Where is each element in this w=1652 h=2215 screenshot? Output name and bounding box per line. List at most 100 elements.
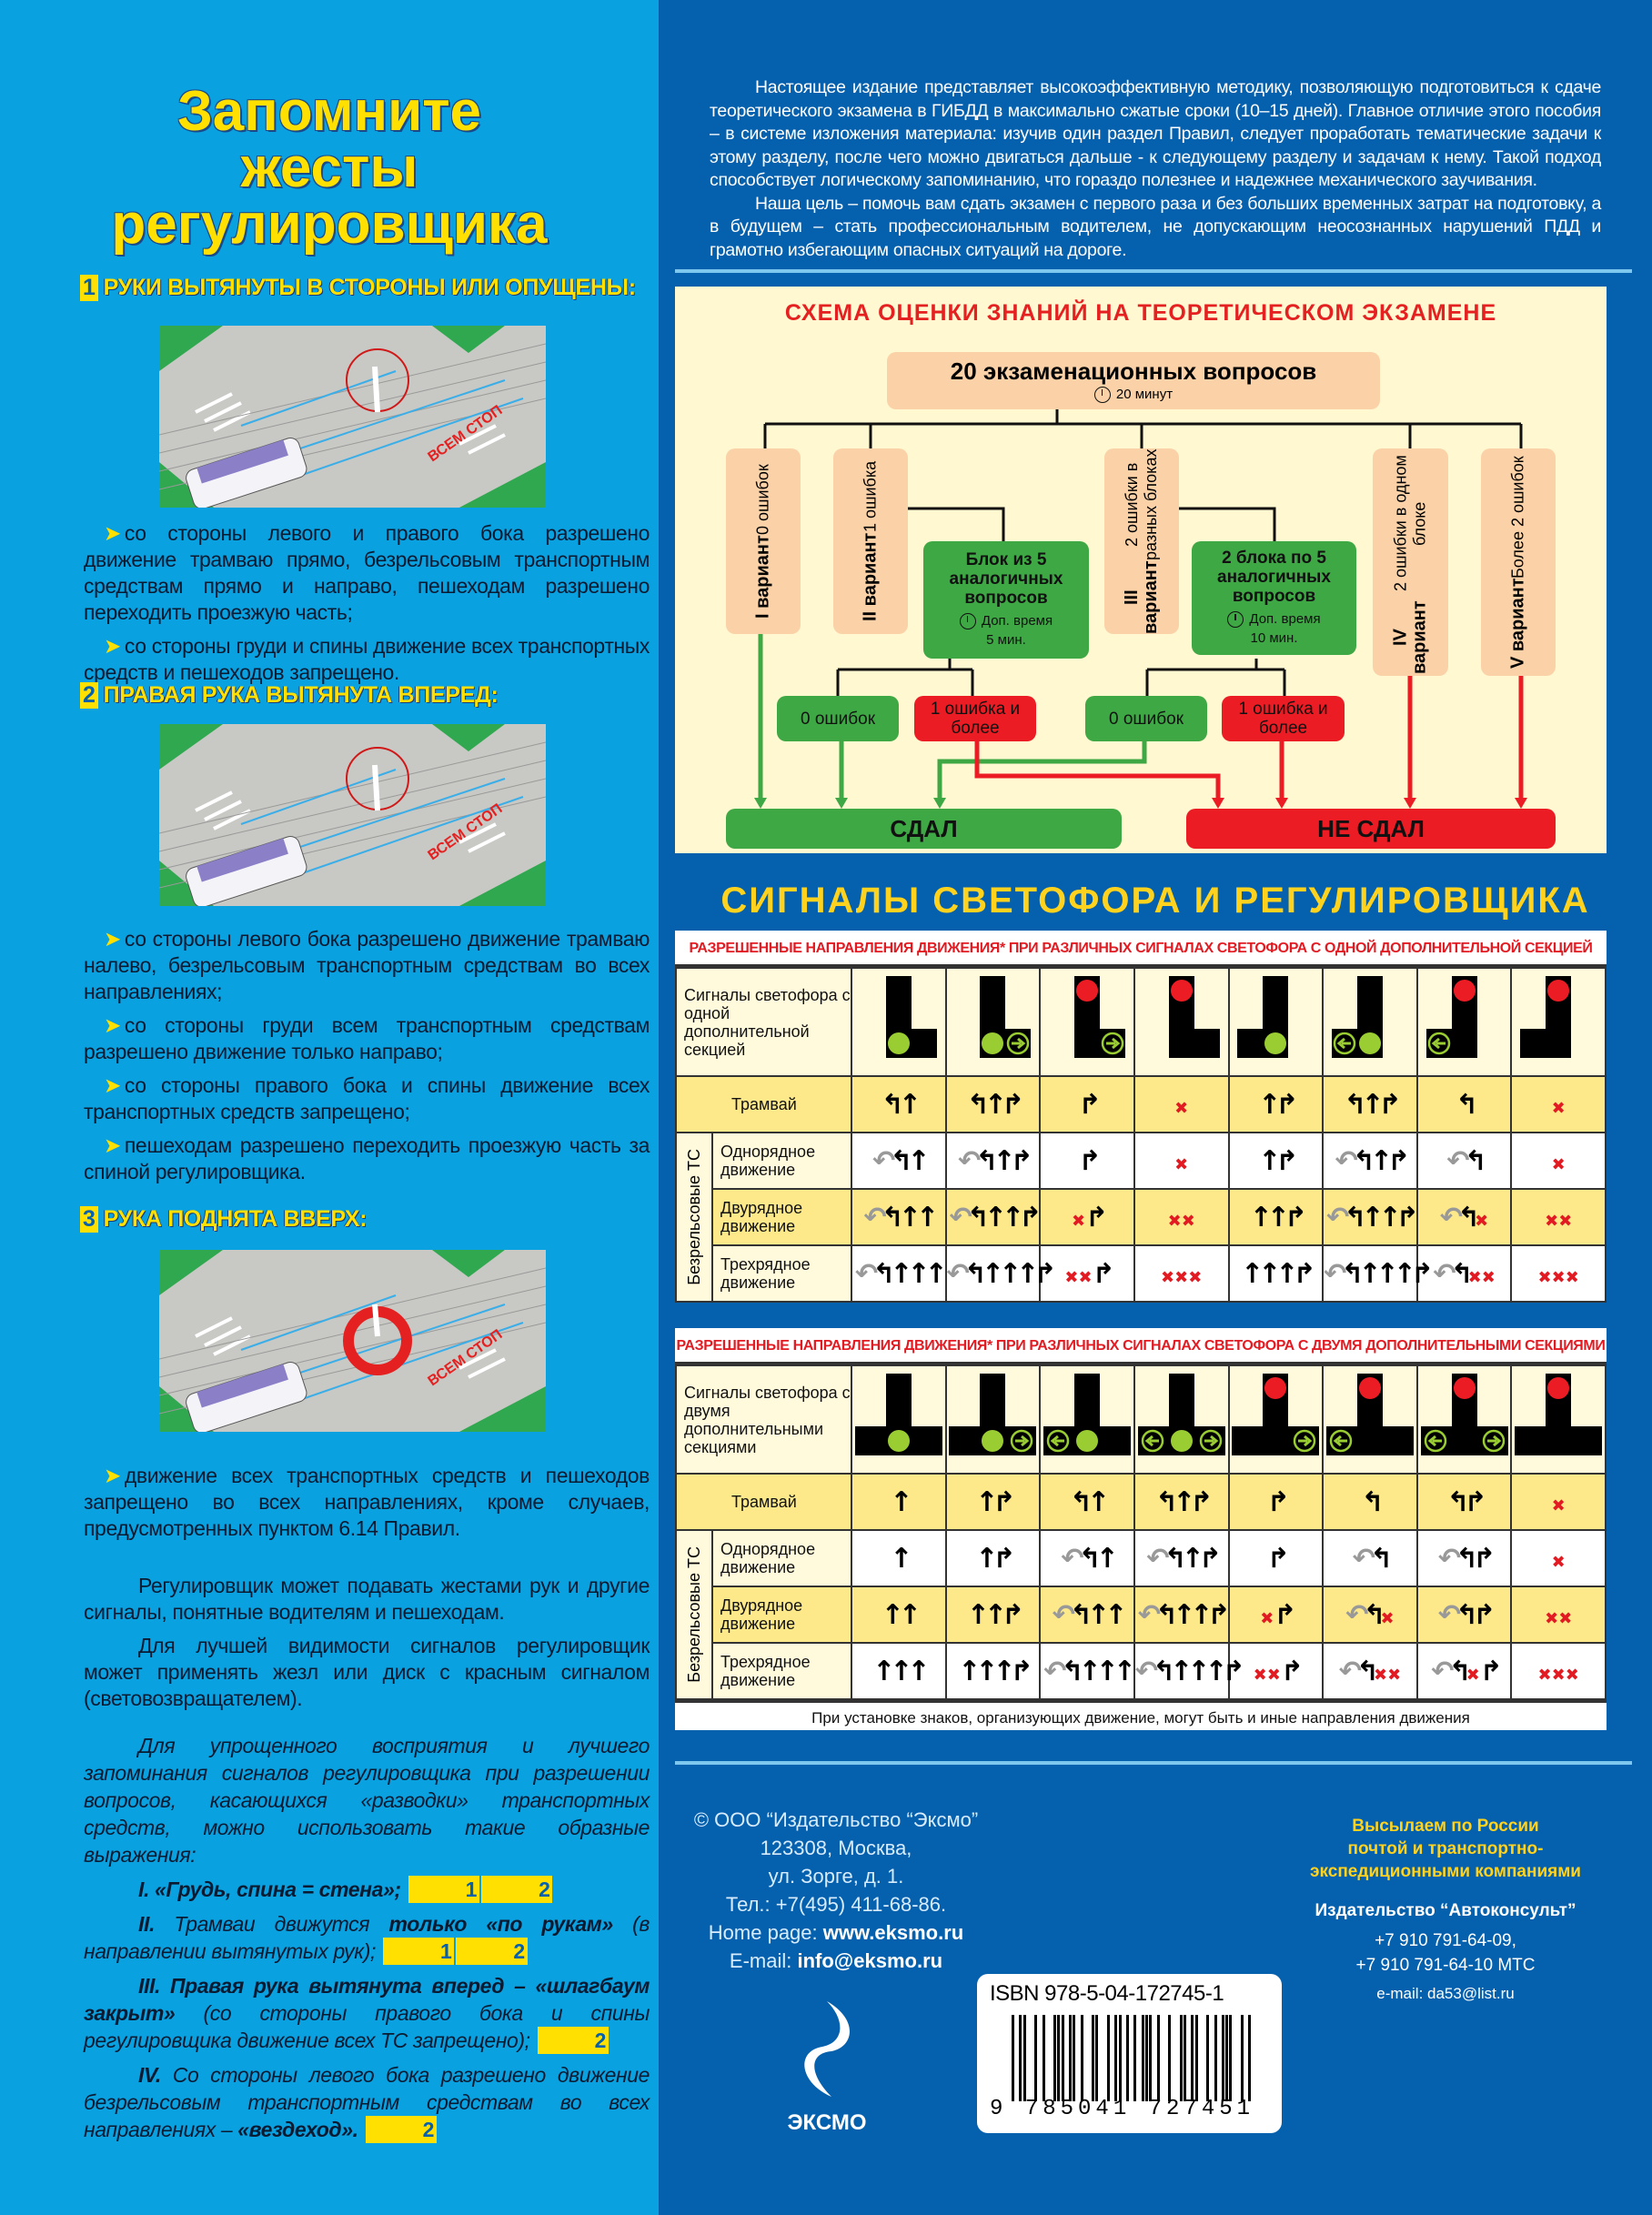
signal-label: Сигналы светофора с одной дополнительной… — [675, 967, 852, 1077]
gesture-picture-3: ВСЕМ СТОП — [159, 1250, 546, 1432]
direction-cell: ↶↰↑↑↱ — [1133, 1586, 1231, 1644]
bullet: движение всех транспортных средств и пеш… — [84, 1463, 650, 1542]
direction-arrows-icon: ↑↑↱ — [1249, 1201, 1307, 1233]
direction-cell: ↶↰↑↑ — [1039, 1586, 1135, 1644]
group-label-text: Безрельсовые ТС — [684, 1149, 703, 1285]
traffic-light-icon — [885, 976, 937, 1058]
traffic-light-icon — [949, 1374, 1037, 1455]
scheme-connectors — [754, 409, 1527, 809]
direction-arrows-icon: ↶↰↑↑ — [863, 1201, 940, 1233]
bullet: со стороны левого бока разрешено движени… — [84, 926, 650, 1005]
num: I. — [138, 1878, 149, 1901]
home-link[interactable]: www.eksmo.ru — [822, 1921, 964, 1944]
gesture-picture-1: ВСЕМ СТОП — [159, 326, 546, 508]
block-1: Блок из 5 аналогичных вопросов Доп. врем… — [923, 541, 1089, 659]
variant-name: III вариант — [1122, 560, 1161, 634]
direction-cell: ↰ — [1415, 1075, 1513, 1133]
exam-scheme: СХЕМА ОЦЕНКИ ЗНАНИЙ НА ТЕОРЕТИЧЕСКОМ ЭКЗ… — [675, 287, 1607, 853]
text: Со стороны левого бока разрешено движени… — [84, 2063, 650, 2141]
direction-arrows-icon: ↱ — [1266, 1542, 1290, 1575]
directions-row: Трехрядное движение↶↰↑↑↑↶↰↑↑↑↱✖✖↱✖✖✖↑↑↑↱… — [676, 1244, 1607, 1303]
direction-arrows-icon: ↑↑↑↱ — [958, 1655, 1033, 1687]
ref-badge: 1 — [408, 1876, 480, 1903]
signal-cell — [1415, 1364, 1513, 1475]
direction-arrows-icon: ↶↰↑↑↱ — [949, 1201, 1043, 1233]
signal-cell — [851, 967, 947, 1077]
direction-cell: ✖ — [1510, 1529, 1607, 1587]
signal-cell — [1415, 967, 1513, 1077]
direction-cell: ↶↰↑↑ — [851, 1188, 947, 1246]
direction-arrows-icon: ↰ — [1361, 1485, 1384, 1518]
direction-arrows-icon: ↑↑↑ — [872, 1655, 930, 1687]
direction-arrows-icon: ↑↱ — [1258, 1088, 1298, 1121]
direction-arrows-icon: ↶↰ — [1446, 1144, 1486, 1177]
direction-arrows-icon: ↑↑↱ — [966, 1598, 1024, 1631]
traffic-light-icon — [980, 976, 1032, 1058]
shipping-line: экспедиционными компаниями — [1310, 1862, 1581, 1881]
direction-cell: ↰↑↱ — [944, 1075, 1042, 1133]
direction-arrows-icon: ↱ — [1078, 1088, 1101, 1121]
direction-arrows-icon: ✖✖✖ — [1537, 1665, 1579, 1685]
direction-arrows-icon: ↰↱ — [1446, 1485, 1486, 1518]
direction-arrows-icon: ↑↱ — [975, 1485, 1015, 1518]
signal-cell — [1510, 967, 1607, 1077]
traffic-light-icon — [1168, 976, 1220, 1058]
direction-arrows-icon: ↶↰↱ — [1437, 1542, 1496, 1575]
signal-cell — [1322, 1364, 1418, 1475]
block-title: 2 блока по 5 аналогичных вопросов — [1217, 549, 1331, 606]
direction-cell: ↑↑↑↱ — [1227, 1244, 1325, 1303]
table-heading: РАЗРЕШЕННЫЕ НАПРАВЛЕНИЯ ДВИЖЕНИЯ* ПРИ РА… — [675, 931, 1607, 967]
direction-cell: ↶↰↑↑↑↱ — [1133, 1642, 1245, 1700]
direction-arrows-icon: ✖✖ — [1545, 1608, 1573, 1628]
group-label-text: Безрельсовые ТС — [684, 1546, 703, 1683]
row-label: Двурядное движение — [711, 1188, 852, 1246]
bullet: со стороны правого бока и спины движение… — [84, 1072, 650, 1125]
variant-desc: 0 ошибок — [753, 464, 772, 535]
signal-cell — [1133, 967, 1230, 1077]
text: (в направлении вытянутых рук); — [84, 1912, 650, 1963]
direction-cell: ↶↰↑↱ — [944, 1132, 1042, 1190]
direction-arrows-icon: ↑↑↑↱ — [1241, 1257, 1316, 1290]
bold-text: «вездеход». — [237, 2118, 358, 2141]
clock-icon — [959, 613, 976, 630]
direction-cell: ✖✖ — [1510, 1188, 1607, 1246]
ref-badge: 2 — [365, 2116, 437, 2143]
text: Трамваи движутся — [174, 1912, 370, 1936]
direction-arrows-icon: ↱ — [1266, 1485, 1290, 1518]
signals-title: СИГНАЛЫ СВЕТОФОРА И РЕГУЛИРОВЩИКА — [720, 881, 1590, 921]
company-name: Издательство “Автоконсульт” — [1315, 1901, 1576, 1920]
signal-cell — [1510, 1364, 1607, 1475]
direction-cell: ✖ — [1510, 1075, 1607, 1133]
direction-cell: ↱ — [1227, 1529, 1325, 1587]
direction-cell: ✖✖↱ — [1227, 1642, 1325, 1700]
pass-box: СДАЛ — [726, 809, 1122, 849]
paragraph: Для лучшей видимости сигналов регулировщ… — [84, 1634, 650, 1710]
divider — [675, 269, 1632, 273]
row-label: Однорядное движение — [711, 1132, 852, 1190]
traffic-light-icon — [854, 1374, 942, 1455]
variant-desc: 2 ошибки в разных блоках — [1123, 448, 1160, 560]
direction-cell: ↰↱ — [1415, 1473, 1513, 1531]
traffic-light-icon — [1043, 1374, 1132, 1455]
direction-cell: ↶↰✖ — [1415, 1188, 1513, 1246]
direction-cell: ↶↰↑↑↱ — [944, 1188, 1043, 1246]
direction-cell: ↑ — [851, 1529, 947, 1587]
directions-row: Трехрядное движение↑↑↑↑↑↑↱↶↰↑↑↑↶↰↑↑↑↱✖✖↱… — [676, 1642, 1607, 1700]
traffic-light-icon — [1237, 976, 1289, 1058]
ref-badge: 2 — [537, 2027, 609, 2054]
direction-cell: ↰ — [1322, 1473, 1418, 1531]
direction-cell: ✖ — [1510, 1132, 1607, 1190]
variant-name: II вариант — [860, 532, 881, 621]
table-footnote: При установке знаков, организующих движе… — [675, 1700, 1607, 1730]
contact-email[interactable]: e-mail: da53@list.ru — [1376, 1985, 1515, 2002]
email-link[interactable]: info@eksmo.ru — [797, 1949, 943, 1972]
direction-cell: ↑↱ — [944, 1529, 1042, 1587]
publisher-line: Тел.: +7(495) 411-68-86. — [725, 1893, 947, 1916]
signals-table-2: РАЗРЕШЕННЫЕ НАПРАВЛЕНИЯ ДВИЖЕНИЯ* ПРИ РА… — [675, 1328, 1607, 1730]
intro-text: Настоящее издание представляет высокоэфф… — [710, 76, 1601, 262]
direction-arrows-icon: ↶↰ — [1352, 1542, 1393, 1575]
direction-arrows-icon: ✖ — [1551, 1098, 1566, 1118]
